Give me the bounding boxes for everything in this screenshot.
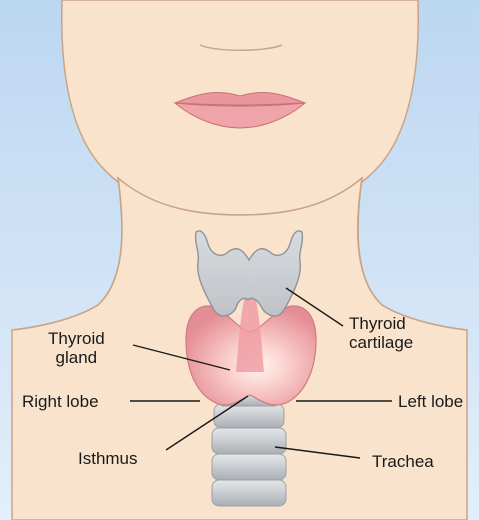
label-thyroid-cartilage: Thyroid cartilage xyxy=(349,314,413,352)
label-trachea: Trachea xyxy=(372,452,434,471)
trachea-ring xyxy=(212,454,286,480)
label-left-lobe: Left lobe xyxy=(398,392,463,411)
trachea-ring xyxy=(212,428,286,454)
trachea xyxy=(212,392,286,506)
label-right-lobe: Right lobe xyxy=(22,392,99,411)
label-thyroid-gland: Thyroid gland xyxy=(48,329,105,367)
trachea-ring xyxy=(212,480,286,506)
label-isthmus: Isthmus xyxy=(78,449,138,468)
trachea-ring xyxy=(214,404,284,428)
